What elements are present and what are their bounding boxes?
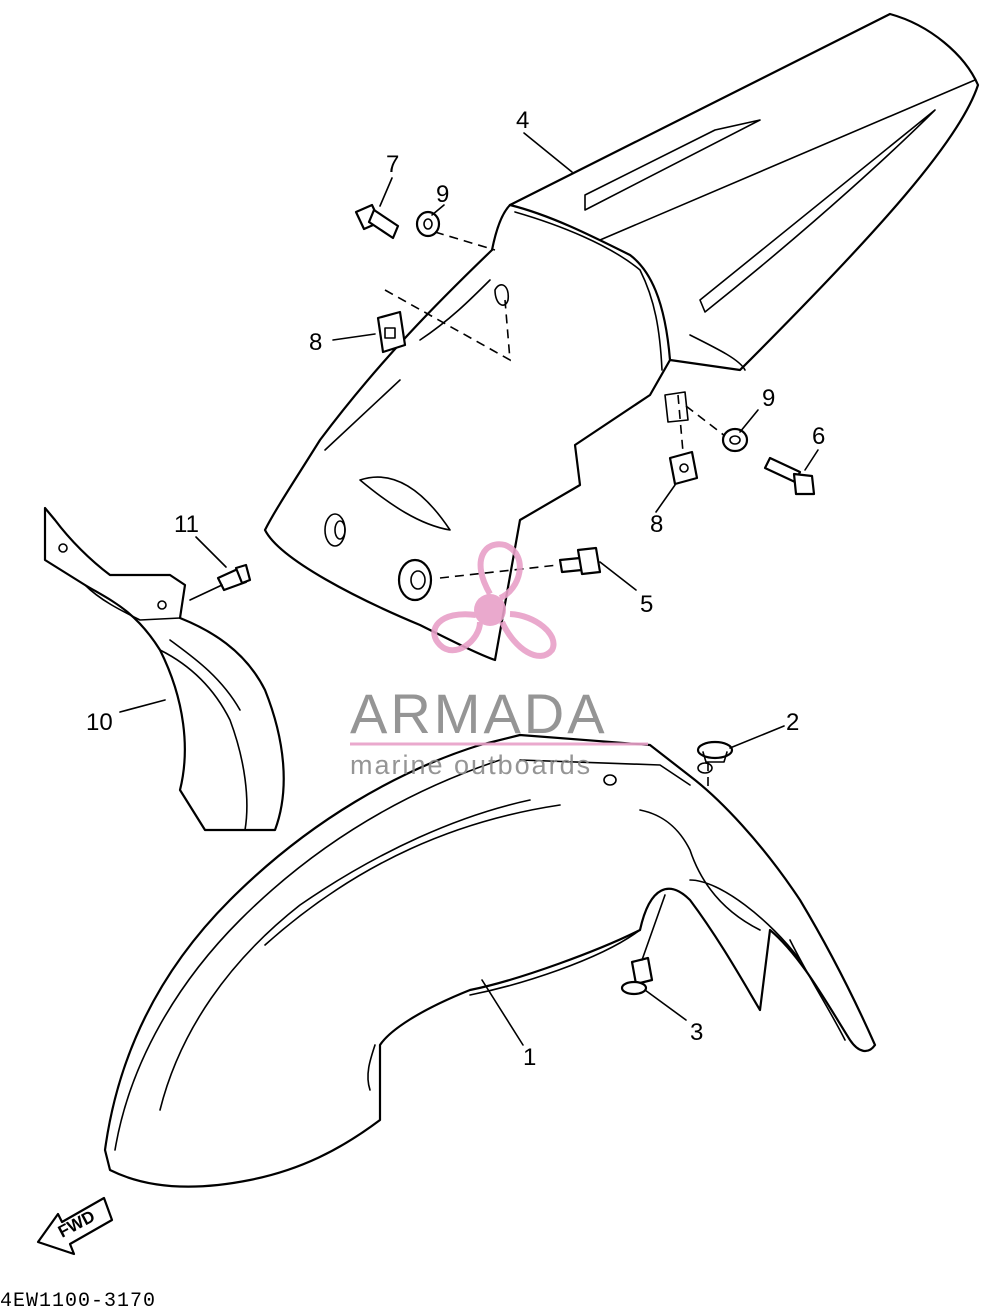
callout-6: 6 (812, 423, 825, 450)
callout-11: 11 (174, 511, 199, 538)
callout-1: 1 (523, 1044, 536, 1071)
grommet-2-icon (696, 740, 734, 763)
callout-2: 2 (786, 709, 799, 736)
bolt-7-icon (354, 203, 400, 240)
chain-guard (43, 506, 285, 832)
leader-lines (119, 132, 819, 1046)
callout-3: 3 (690, 1019, 703, 1046)
bolt-5-icon (558, 546, 602, 576)
nut-8-right-icon (668, 450, 699, 486)
bolt-11-icon (216, 563, 252, 592)
rear-fender (263, 12, 980, 662)
alignment-lines (384, 231, 726, 790)
front-fender (103, 733, 877, 1188)
watermark-tagline: marine outboards (350, 750, 592, 780)
bolt-3-icon (620, 956, 654, 996)
callout-8-left: 8 (309, 329, 322, 356)
callout-5: 5 (640, 591, 653, 618)
watermark: ARMADA marine outboards (350, 541, 648, 780)
watermark-brand: ARMADA (350, 682, 608, 745)
callout-8-right: 8 (650, 511, 663, 538)
callout-9-right: 9 (762, 385, 775, 412)
forward-arrow-icon: FWD (36, 1196, 114, 1256)
callout-4: 4 (516, 107, 529, 134)
nut-8-left-icon (376, 310, 407, 354)
collar-9-top-icon (415, 210, 441, 238)
collar-9-right-icon (721, 427, 749, 453)
propeller-icon (431, 541, 557, 659)
callout-7: 7 (386, 151, 399, 178)
drawing-code: 4EW1100-3170 (0, 1290, 156, 1313)
callout-9-top: 9 (436, 181, 449, 208)
callout-10: 10 (86, 709, 113, 736)
bolt-6-icon (763, 456, 816, 496)
callouts: 1 2 3 4 5 6 7 8 8 9 9 10 11 (86, 107, 825, 1071)
